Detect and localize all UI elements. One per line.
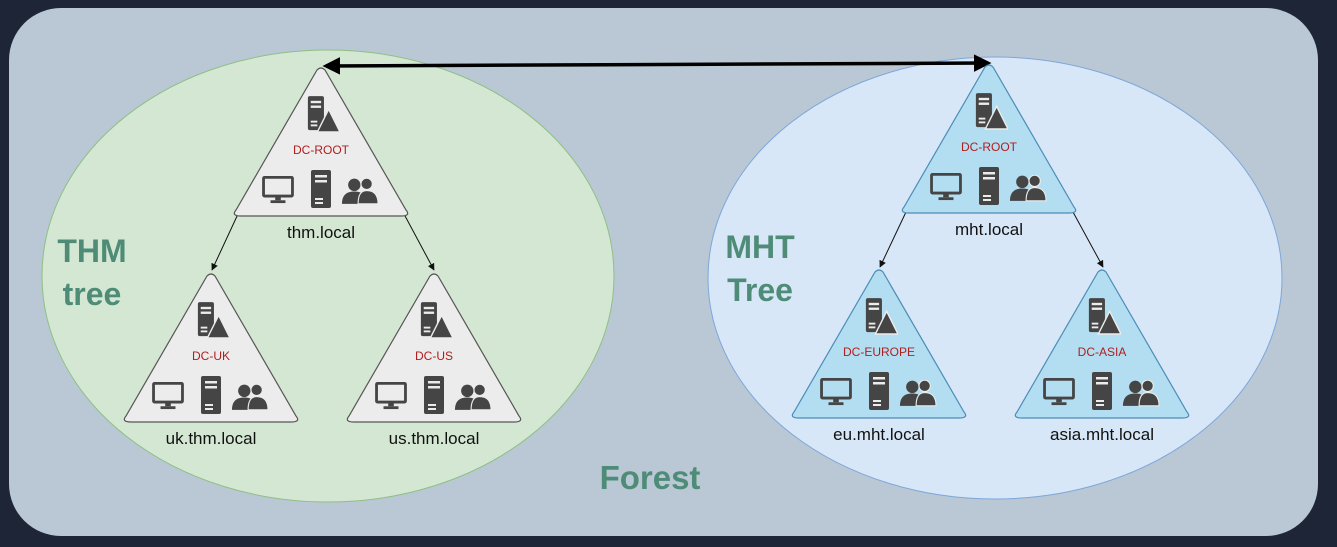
domain-label: mht.local: [955, 220, 1023, 239]
server-icon: [311, 170, 331, 208]
domain-node-mht-root: DC-ROOT mht.local: [901, 64, 1077, 239]
forest-label: Forest: [600, 459, 701, 496]
domain-label: us.thm.local: [389, 429, 480, 448]
domain-node-thm-root: DC-ROOT thm.local: [233, 67, 409, 242]
domain-label: thm.local: [287, 223, 355, 242]
mht-tree-title-line1: MHT: [725, 229, 795, 265]
domain-node-thm-us: DC-US us.thm.local: [346, 273, 522, 448]
domain-node-thm-uk: DC-UK uk.thm.local: [123, 273, 299, 448]
server-icon: [869, 372, 889, 410]
domain-node-mht-eu: DC-EUROPE eu.mht.local: [791, 269, 967, 444]
domain-label: asia.mht.local: [1050, 425, 1154, 444]
edge-mht-root-eu: [879, 211, 907, 268]
server-icon: [424, 376, 444, 414]
domain-label: eu.mht.local: [833, 425, 925, 444]
dc-label: DC-UK: [192, 349, 230, 363]
server-icon: [201, 376, 221, 414]
server-icon: [1092, 372, 1112, 410]
dc-label: DC-ROOT: [293, 143, 350, 157]
thm-tree-title-line2: tree: [63, 276, 122, 312]
mht-tree-title-line2: Tree: [727, 272, 793, 308]
edge-thm-root-us: [403, 213, 435, 271]
edge-thm-root-uk: [211, 213, 239, 271]
edge-mht-root-asia: [1072, 211, 1104, 268]
domain-node-mht-asia: DC-ASIA asia.mht.local: [1014, 269, 1190, 444]
dc-label: DC-EUROPE: [843, 345, 915, 359]
dc-label: DC-US: [415, 349, 453, 363]
dc-label: DC-ROOT: [961, 140, 1018, 154]
thm-tree-title-line1: THM: [57, 233, 126, 269]
trust-arrow: [322, 54, 992, 75]
domain-label: uk.thm.local: [166, 429, 257, 448]
server-icon: [979, 167, 999, 205]
dc-label: DC-ASIA: [1078, 345, 1127, 359]
